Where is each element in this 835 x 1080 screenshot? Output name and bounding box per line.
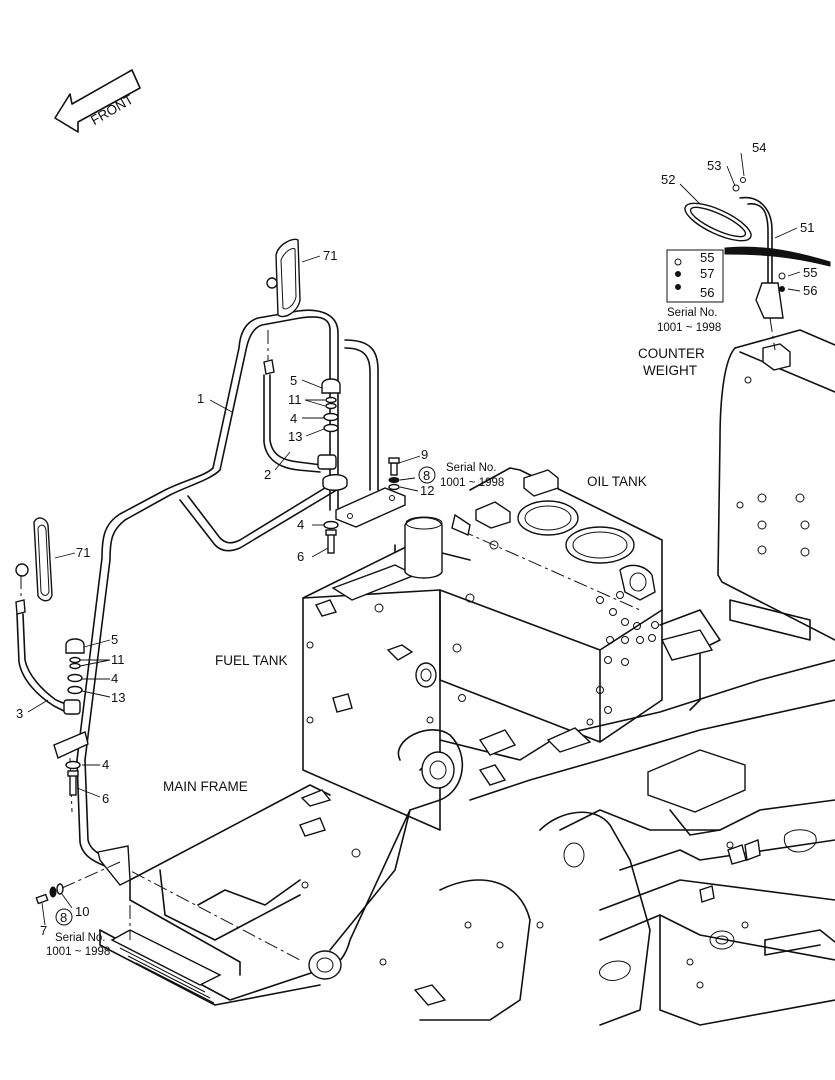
serial-note-range-lower: 1001 ~ 1998 [46,946,110,958]
part-number-2: 2 [264,467,271,482]
part-number-56-box: 56 [700,285,714,300]
oil-tank [439,467,663,743]
part-number-56: 56 [803,283,817,298]
part-number-13-upper: 13 [288,429,302,444]
front-arrow: FRONT [54,69,141,133]
part-number-8-circle-upper [418,466,436,484]
part-number-53: 53 [707,158,721,173]
handrail-assembly [53,309,406,886]
oil-tank-label: OIL TANK [587,474,647,489]
part-number-8-upper: 8 [423,468,430,483]
part-number-7: 7 [40,923,47,938]
part-number-4-left: 4 [111,671,118,686]
part-number-4-lower: 4 [102,757,109,772]
part-number-51: 51 [800,220,814,235]
part-number-5-upper: 5 [290,373,297,388]
part-number-57: 57 [700,266,714,281]
serial-note-title-right: Serial No. [667,307,718,319]
part-number-11-upper: 11 [288,392,302,407]
part-number-71-left: 71 [76,545,90,560]
part-number-3: 3 [16,706,23,721]
counterweight [717,329,835,641]
main-frame [99,599,835,1026]
fastener-stack-upper [321,378,400,554]
part-number-12: 12 [420,483,434,498]
fuel-tank [302,516,471,831]
part-number-4-base: 4 [297,517,304,532]
part-number-11-left: 11 [111,652,125,667]
part-number-9: 9 [421,447,428,462]
part-number-6-base: 6 [297,549,304,564]
mirror-stay-left [16,613,81,715]
serial-note-range-upper: 1001 ~ 1998 [440,477,504,489]
counter-weight-label-1: COUNTER [638,346,705,361]
part-number-52: 52 [661,172,675,187]
fuel-tank-label: FUEL TANK [215,653,288,668]
part-number-1: 1 [197,391,204,406]
fastener-stack-left [35,638,121,905]
right-mirror-assembly: 54 53 52 51 55 56 55 57 56 Serial No. 10… [657,140,831,351]
part-number-8-lower: 8 [60,910,67,925]
part-number-55: 55 [803,265,817,280]
part-number-10: 10 [75,904,89,919]
front-label: FRONT [88,92,136,128]
counter-weight-label-2: WEIGHT [643,363,697,378]
mirror-stay-upper [263,330,337,473]
serial-note-range-right: 1001 ~ 1998 [657,322,721,334]
serial-note-title-lower: Serial No. [55,932,106,944]
part-number-6-lower: 6 [102,791,109,806]
part-number-13-left: 13 [111,690,125,705]
part-number-54: 54 [752,140,766,155]
part-number-71-upper: 71 [323,248,337,263]
mirror-upper [266,238,301,318]
mirror-left [15,517,53,615]
part-number-8-circle-lower [55,908,73,926]
part-number-5-left: 5 [111,632,118,647]
serial-note-title-upper: Serial No. [446,462,497,474]
part-number-4-upper: 4 [290,411,297,426]
part-number-55-box: 55 [700,250,714,265]
main-frame-label: MAIN FRAME [163,779,248,794]
